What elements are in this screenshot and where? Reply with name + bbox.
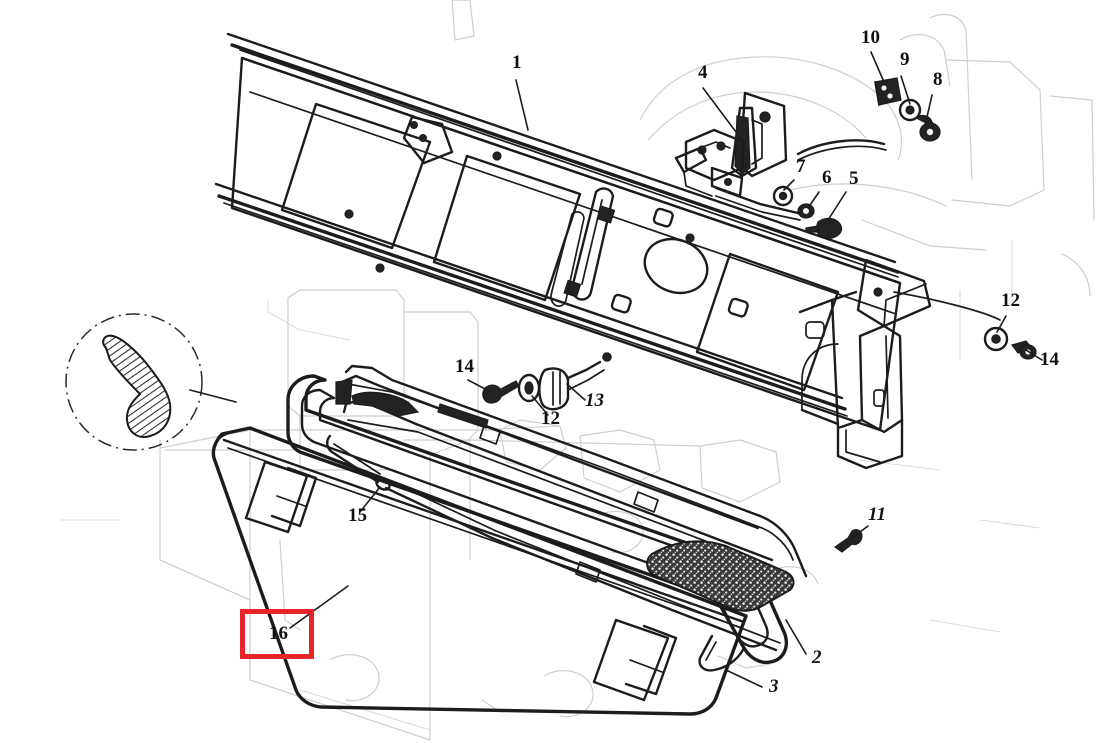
callout-4: 4 xyxy=(698,62,708,83)
leader-lines xyxy=(189,51,1043,688)
callout-12-right: 12 xyxy=(1001,290,1020,311)
callout-5: 5 xyxy=(849,168,859,189)
callout-11: 11 xyxy=(868,504,886,525)
fastener-group-5-6-7 xyxy=(772,185,843,239)
callout-numbers: 1 2 3 4 5 6 7 8 9 10 11 12 12 13 14 14 1… xyxy=(269,27,1060,697)
door-frame-assembly xyxy=(286,364,808,672)
callout-15: 15 xyxy=(348,505,367,526)
callout-2: 2 xyxy=(811,647,822,668)
callout-12-mid: 12 xyxy=(541,408,560,429)
fastener-group-12-13-14 xyxy=(482,360,605,411)
insulation-patch xyxy=(646,540,795,612)
callout-14-mid: 14 xyxy=(455,356,475,377)
hinge-assembly xyxy=(674,91,804,221)
callout-10: 10 xyxy=(861,27,880,48)
callout-14-right: 14 xyxy=(1040,349,1060,370)
callout-8: 8 xyxy=(933,69,943,90)
callout-3: 3 xyxy=(768,676,779,697)
section-detail-circle xyxy=(65,313,203,451)
callout-9: 9 xyxy=(900,49,910,70)
access-door-panel xyxy=(211,426,748,716)
callout-13: 13 xyxy=(585,390,604,411)
callout-1: 1 xyxy=(512,52,522,73)
callout-6: 6 xyxy=(822,167,832,188)
callout-16: 16 xyxy=(269,623,288,644)
upper-header-panel xyxy=(214,32,1001,470)
rod-assembly xyxy=(326,379,781,652)
callout-7: 7 xyxy=(796,156,806,177)
